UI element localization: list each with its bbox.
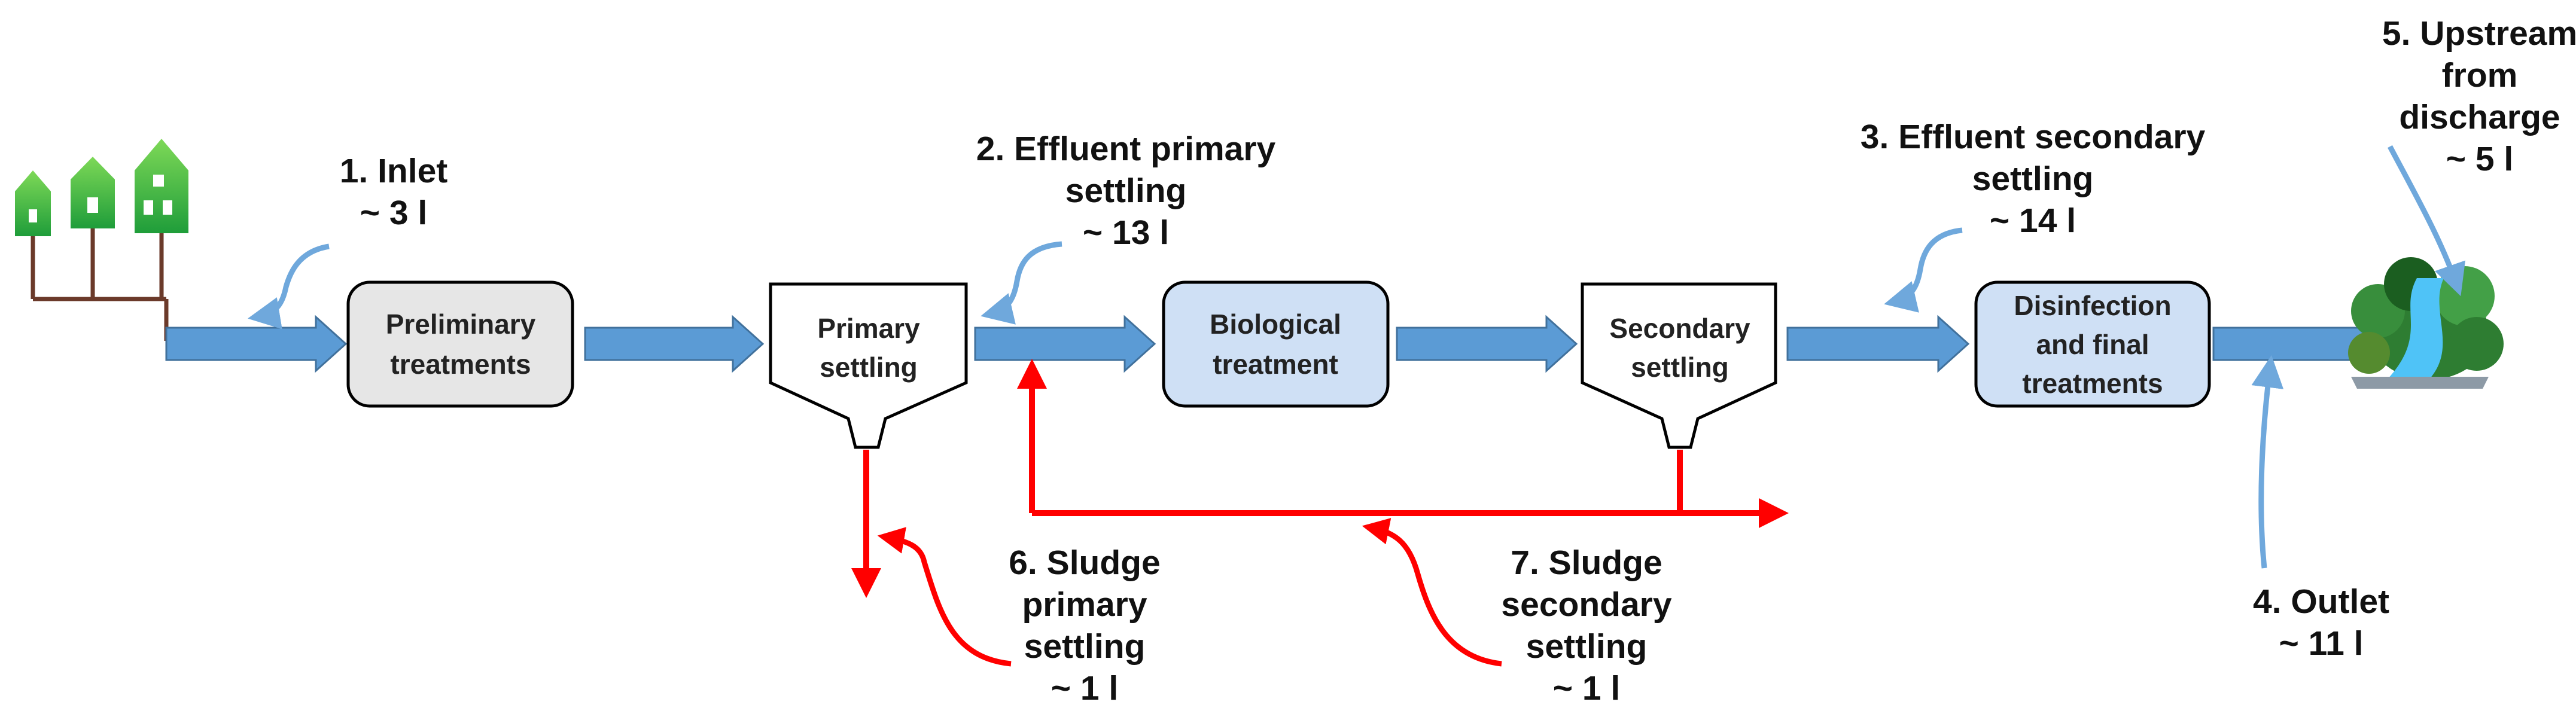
sampling-label-line: ~ 3 l — [360, 194, 428, 232]
sludge-secondary-sample-arrow — [1362, 518, 1502, 667]
process-label-line: and final — [2036, 329, 2149, 360]
sampling-label-line: ~ 1 l — [1553, 669, 1621, 707]
process-biological: Biological treatment — [1162, 280, 1390, 408]
flow-arrow-preliminary-to-primary — [584, 315, 765, 373]
sampling-label-effluent-secondary: 3. Effluent secondary settling ~ 14 l — [1861, 118, 2206, 240]
sampling-label-line: ~ 5 l — [2446, 140, 2514, 178]
process-label-line: Secondary — [1609, 313, 1750, 344]
sampling-label-line: settling — [1526, 627, 1648, 666]
process-disinfection: Disinfection and final treatments — [1974, 280, 2211, 408]
process-label-line: Disinfection — [2014, 290, 2171, 321]
sampling-label-line: primary — [1022, 585, 1147, 624]
sampling-label-line: 7. Sludge — [1511, 544, 1662, 582]
flow-arrow-secondary-to-disinfection — [1786, 315, 1970, 373]
flow-arrow-biological-to-secondary — [1396, 315, 1578, 373]
house-small — [15, 170, 51, 236]
flow-arrow-primary-to-biological — [974, 315, 1156, 373]
sampling-label-sludge-primary: 6. Sludge primary settling ~ 1 l — [1009, 544, 1160, 707]
process-label-line: settling — [1631, 352, 1729, 383]
sampling-label-line: discharge — [2399, 98, 2560, 136]
effluent-secondary-sample-arrow — [1884, 227, 1963, 313]
sampling-label-line: ~ 14 l — [1990, 202, 2076, 240]
sampling-label-line: 3. Effluent secondary — [1861, 118, 2206, 156]
house-large — [135, 139, 188, 233]
sludge-lines — [851, 359, 1789, 598]
inlet-sample-arrow — [248, 243, 330, 330]
house-medium — [71, 157, 115, 228]
sampling-label-line: 2. Effluent primary — [976, 130, 1276, 168]
sludge-sample-arrows — [877, 518, 1502, 667]
outlet-sample-arrow — [2251, 355, 2284, 569]
sampling-label-line: ~ 13 l — [1083, 213, 1169, 252]
houses-icon — [15, 139, 188, 341]
sewer-pipes — [31, 227, 169, 341]
upstream-sample-arrow — [2388, 145, 2465, 297]
process-label-line: Preliminary — [386, 309, 536, 340]
sampling-label-line: 4. Outlet — [2253, 582, 2389, 621]
process-label-line: treatments — [390, 349, 531, 380]
process-label-line: Biological — [1210, 309, 1341, 340]
process-preliminary: Preliminary treatments — [346, 280, 574, 408]
sampling-label-line: settling — [1972, 160, 2094, 198]
sampling-label-line: 1. Inlet — [340, 152, 448, 190]
sampling-label-line: secondary — [1501, 585, 1671, 624]
sampling-label-line: 5. Upstream — [2382, 14, 2576, 53]
sampling-label-line: settling — [1065, 172, 1187, 210]
sampling-label-inlet: 1. Inlet ~ 3 l — [340, 152, 448, 232]
river-icon — [2348, 257, 2504, 389]
sampling-label-line: 6. Sludge — [1009, 544, 1160, 582]
process-primary-settling: Primary settling — [769, 282, 968, 449]
effluent-primary-sample-arrow — [981, 241, 1062, 325]
sampling-label-upstream: 5. Upstream from discharge ~ 5 l — [2382, 14, 2576, 178]
sampling-label-effluent-primary: 2. Effluent primary settling ~ 13 l — [976, 130, 1276, 252]
sampling-label-line: ~ 11 l — [2279, 624, 2363, 663]
process-secondary-settling: Secondary settling — [1581, 282, 1777, 449]
process-label-line: treatments — [2022, 368, 2163, 399]
process-label-line: treatment — [1213, 349, 1338, 380]
process-label-line: settling — [820, 352, 918, 383]
sampling-label-line: ~ 1 l — [1051, 669, 1119, 707]
process-label-line: Primary — [817, 313, 920, 344]
sampling-label-sludge-secondary: 7. Sludge secondary settling ~ 1 l — [1501, 544, 1671, 707]
sample-arrows — [248, 145, 2465, 569]
sampling-label-outlet: 4. Outlet ~ 11 l — [2253, 582, 2389, 663]
sampling-label-line: from — [2442, 56, 2518, 94]
main-flow-arrows — [165, 315, 2395, 373]
sampling-label-line: settling — [1024, 627, 1146, 666]
flow-arrow-houses-to-preliminary — [165, 315, 348, 373]
sludge-primary-sample-arrow — [877, 527, 1012, 667]
